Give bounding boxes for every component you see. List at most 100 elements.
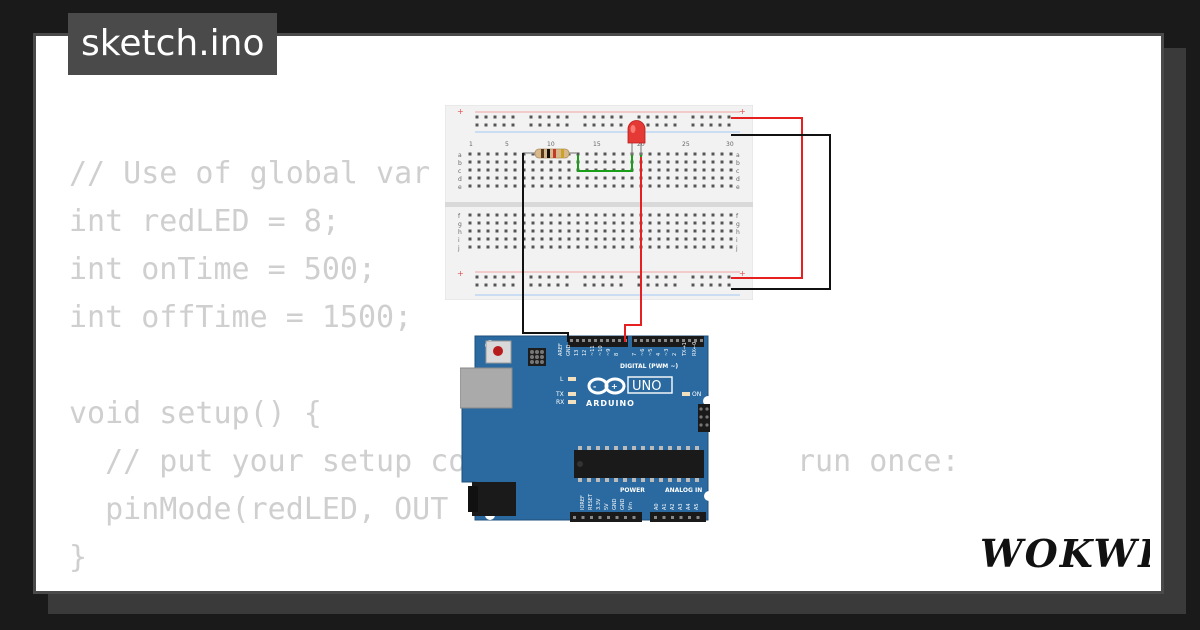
- breadboard-hole[interactable]: [639, 184, 643, 188]
- breadboard-hole[interactable]: [621, 160, 625, 164]
- breadboard-hole[interactable]: [540, 176, 544, 180]
- breadboard-hole[interactable]: [601, 275, 605, 279]
- breadboard-hole[interactable]: [603, 237, 607, 241]
- breadboard-hole[interactable]: [495, 221, 499, 225]
- breadboard-hole[interactable]: [585, 176, 589, 180]
- breadboard-hole[interactable]: [702, 221, 706, 225]
- breadboard-hole[interactable]: [675, 176, 679, 180]
- breadboard-hole[interactable]: [495, 184, 499, 188]
- breadboard-hole[interactable]: [475, 115, 479, 119]
- breadboard-hole[interactable]: [675, 168, 679, 172]
- breadboard-hole[interactable]: [684, 184, 688, 188]
- breadboard-hole[interactable]: [594, 213, 598, 217]
- breadboard-hole[interactable]: [711, 237, 715, 241]
- breadboard-hole[interactable]: [718, 283, 722, 287]
- breadboard-hole[interactable]: [693, 176, 697, 180]
- breadboard-hole[interactable]: [646, 275, 650, 279]
- wokwi-logo[interactable]: WOKWI: [978, 527, 1150, 577]
- breadboard-hole[interactable]: [702, 184, 706, 188]
- breadboard-hole[interactable]: [504, 176, 508, 180]
- breadboard-hole[interactable]: [567, 176, 571, 180]
- breadboard-hole[interactable]: [511, 115, 515, 119]
- breadboard-hole[interactable]: [684, 221, 688, 225]
- breadboard-hole[interactable]: [504, 160, 508, 164]
- breadboard-hole[interactable]: [621, 213, 625, 217]
- breadboard-hole[interactable]: [621, 184, 625, 188]
- breadboard-hole[interactable]: [594, 221, 598, 225]
- breadboard-hole[interactable]: [729, 245, 733, 249]
- breadboard-hole[interactable]: [648, 237, 652, 241]
- breadboard-hole[interactable]: [592, 283, 596, 287]
- breadboard-hole[interactable]: [648, 176, 652, 180]
- breadboard-hole[interactable]: [549, 176, 553, 180]
- breadboard-hole[interactable]: [567, 184, 571, 188]
- breadboard-hole[interactable]: [567, 168, 571, 172]
- breadboard-hole[interactable]: [720, 168, 724, 172]
- breadboard-hole[interactable]: [558, 160, 562, 164]
- breadboard-hole[interactable]: [729, 160, 733, 164]
- breadboard-hole[interactable]: [675, 160, 679, 164]
- breadboard-hole[interactable]: [529, 123, 533, 127]
- breadboard-hole[interactable]: [657, 168, 661, 172]
- breadboard-hole[interactable]: [720, 213, 724, 217]
- breadboard-hole[interactable]: [547, 275, 551, 279]
- breadboard-hole[interactable]: [486, 168, 490, 172]
- breadboard-hole[interactable]: [637, 283, 641, 287]
- breadboard-hole[interactable]: [612, 184, 616, 188]
- breadboard-hole[interactable]: [486, 176, 490, 180]
- breadboard-hole[interactable]: [540, 168, 544, 172]
- breadboard-hole[interactable]: [538, 275, 542, 279]
- breadboard-hole[interactable]: [558, 184, 562, 188]
- breadboard-hole[interactable]: [594, 245, 598, 249]
- breadboard-hole[interactable]: [684, 237, 688, 241]
- breadboard-hole[interactable]: [693, 152, 697, 156]
- breadboard-hole[interactable]: [720, 221, 724, 225]
- breadboard-hole[interactable]: [657, 176, 661, 180]
- breadboard-hole[interactable]: [675, 152, 679, 156]
- breadboard-hole[interactable]: [666, 184, 670, 188]
- breadboard-hole[interactable]: [684, 176, 688, 180]
- breadboard-hole[interactable]: [477, 168, 481, 172]
- breadboard-hole[interactable]: [702, 229, 706, 233]
- breadboard-hole[interactable]: [547, 123, 551, 127]
- breadboard-hole[interactable]: [522, 229, 526, 233]
- breadboard-hole[interactable]: [639, 237, 643, 241]
- breadboard-hole[interactable]: [657, 237, 661, 241]
- breadboard-hole[interactable]: [567, 160, 571, 164]
- breadboard-hole[interactable]: [585, 152, 589, 156]
- breadboard-hole[interactable]: [612, 152, 616, 156]
- breadboard-hole[interactable]: [673, 283, 677, 287]
- breadboard-hole[interactable]: [673, 115, 677, 119]
- breadboard-hole[interactable]: [576, 245, 580, 249]
- breadboard-hole[interactable]: [513, 221, 517, 225]
- breadboard-hole[interactable]: [702, 176, 706, 180]
- breadboard-hole[interactable]: [639, 229, 643, 233]
- breadboard-hole[interactable]: [601, 123, 605, 127]
- breadboard-hole[interactable]: [630, 213, 634, 217]
- breadboard-hole[interactable]: [702, 245, 706, 249]
- breadboard-hole[interactable]: [664, 123, 668, 127]
- breadboard-hole[interactable]: [657, 160, 661, 164]
- breadboard-hole[interactable]: [646, 123, 650, 127]
- breadboard-hole[interactable]: [522, 160, 526, 164]
- breadboard-hole[interactable]: [513, 213, 517, 217]
- breadboard-hole[interactable]: [657, 229, 661, 233]
- breadboard-hole[interactable]: [529, 275, 533, 279]
- breadboard-hole[interactable]: [648, 184, 652, 188]
- breadboard-hole[interactable]: [585, 184, 589, 188]
- breadboard-hole[interactable]: [585, 229, 589, 233]
- breadboard-hole[interactable]: [565, 275, 569, 279]
- breadboard-hole[interactable]: [540, 229, 544, 233]
- breadboard-hole[interactable]: [637, 275, 641, 279]
- breadboard-hole[interactable]: [639, 213, 643, 217]
- breadboard-hole[interactable]: [648, 152, 652, 156]
- breadboard-hole[interactable]: [583, 123, 587, 127]
- breadboard-hole[interactable]: [549, 168, 553, 172]
- breadboard-hole[interactable]: [558, 213, 562, 217]
- breadboard-hole[interactable]: [486, 152, 490, 156]
- breadboard-hole[interactable]: [729, 168, 733, 172]
- breadboard-hole[interactable]: [522, 168, 526, 172]
- breadboard-hole[interactable]: [700, 283, 704, 287]
- breadboard-hole[interactable]: [657, 184, 661, 188]
